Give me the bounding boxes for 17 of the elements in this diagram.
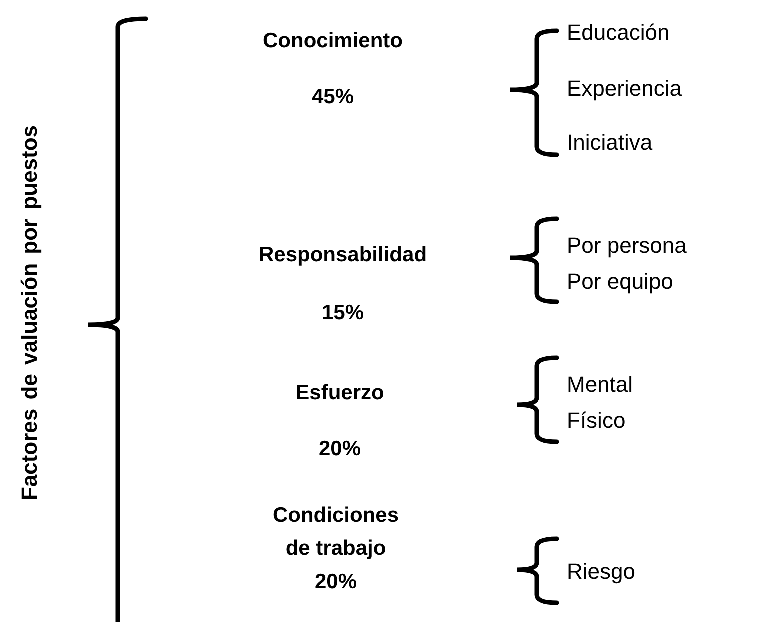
factor-heading: Esfuerzo [294, 380, 386, 406]
percentage-text: 20% [318, 436, 362, 462]
percentage-text: 20% [314, 570, 358, 596]
sub-factor-text: Por equipo [567, 269, 674, 295]
factor-heading: Conocimiento [262, 28, 404, 54]
sub-factor-text: Físico [567, 408, 626, 434]
sub-factor-text: Por persona [567, 233, 687, 259]
sub-factor-text: Iniciativa [567, 130, 653, 156]
sub-factor-text: Mental [567, 372, 634, 398]
sub-factor-text: Riesgo [567, 559, 636, 585]
sub-factor-text: Experiencia [567, 76, 682, 102]
vertical-title: Factores de valuación por puestos [17, 125, 43, 501]
factor-heading: Condiciones de trabajo [272, 503, 400, 562]
percentage-text: 15% [320, 300, 366, 326]
percentage-text: 45% [310, 84, 356, 110]
sub-factor-text: Educación [567, 20, 670, 46]
factor-heading: Responsabilidad [258, 242, 428, 268]
